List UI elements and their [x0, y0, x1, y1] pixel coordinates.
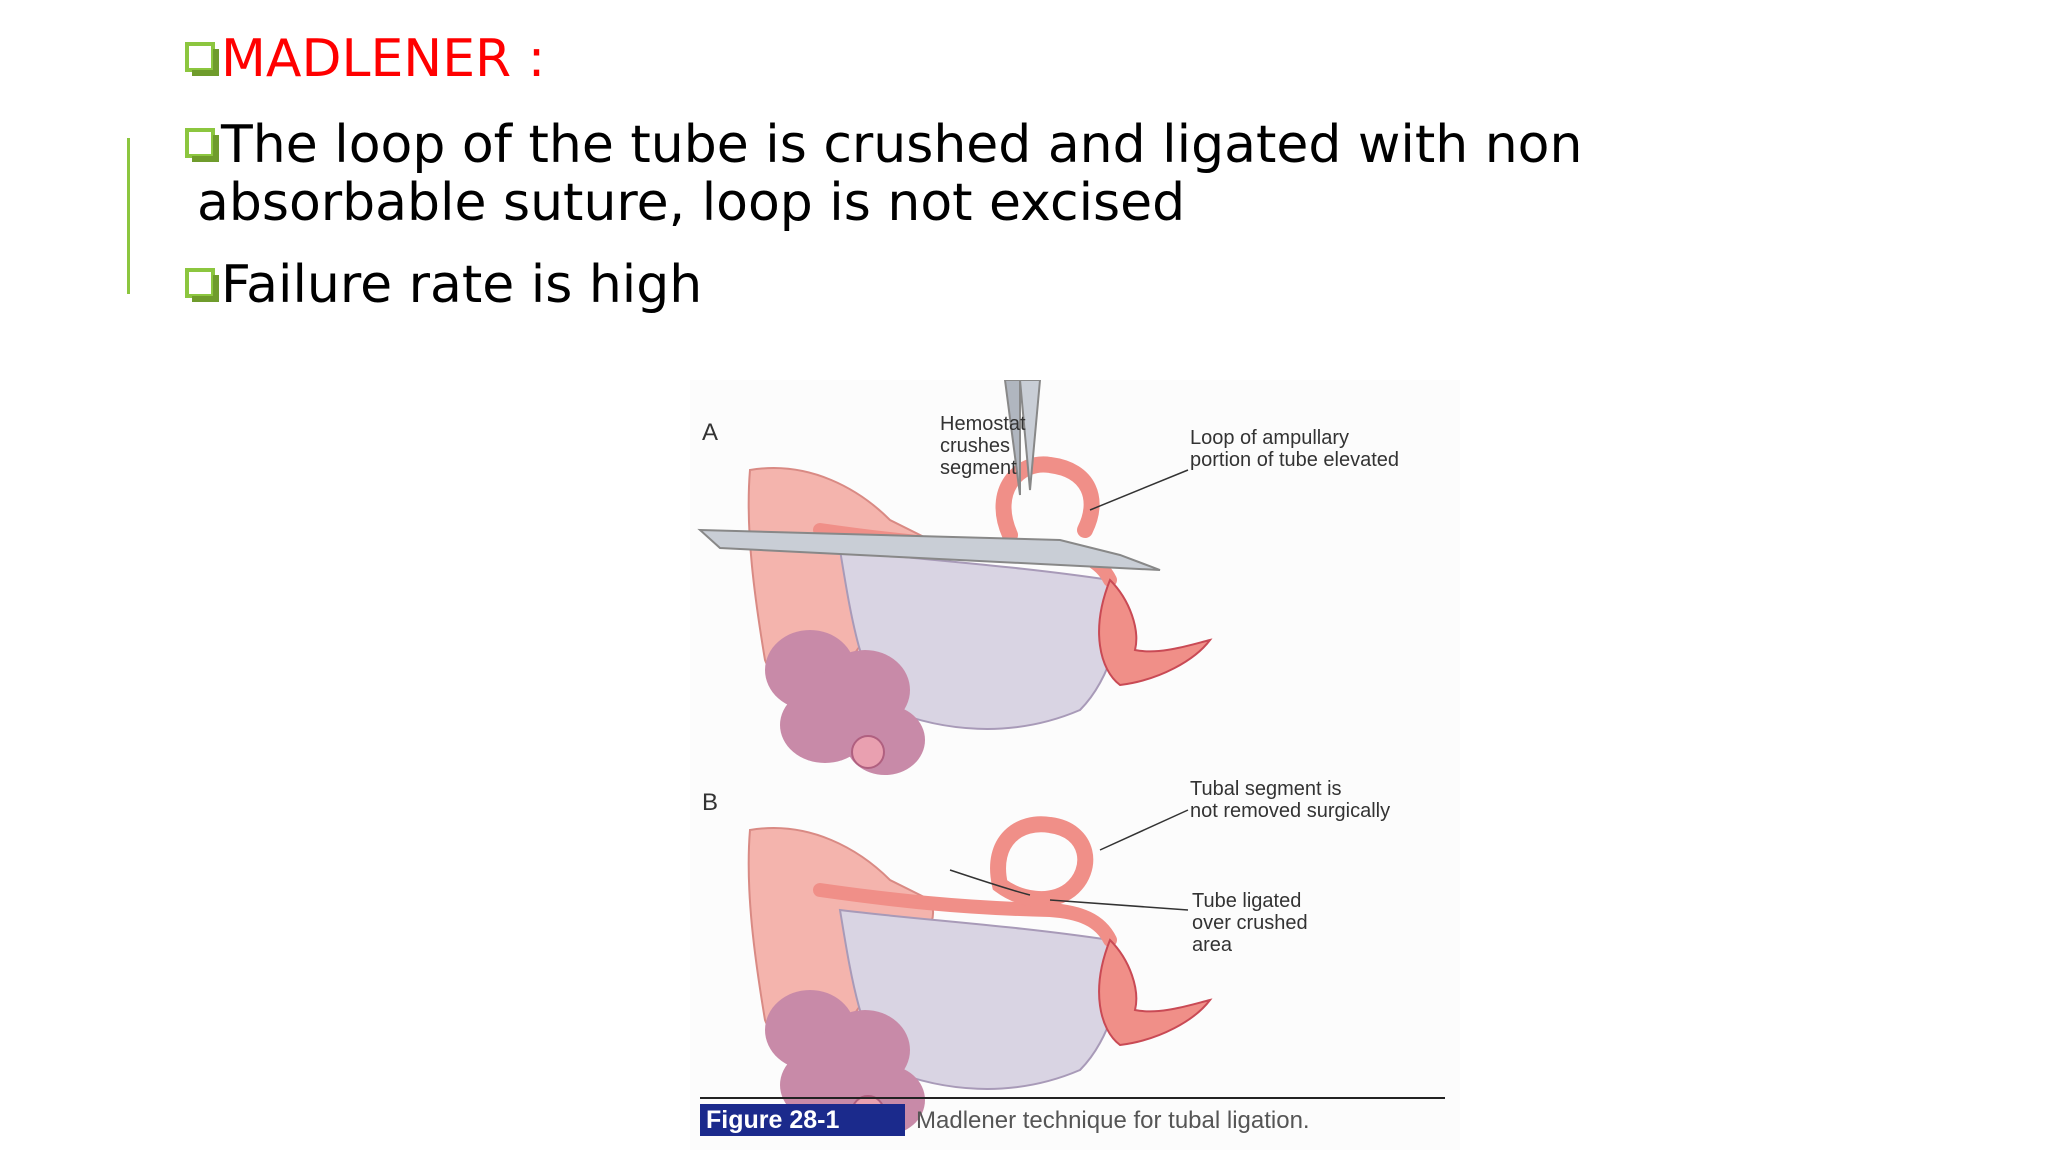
bullet-loop-crushed: The loop of the tube is crushed and liga…: [185, 116, 1582, 232]
tubal-ligation-illustration: A Hemostat crushes segment Loop of: [697, 380, 1399, 1135]
tube-loop-b: [990, 816, 1094, 908]
checkbox-bullet-icon: [185, 42, 219, 76]
ligature-suture: [949, 869, 1031, 896]
label-ligated-3: area: [1192, 934, 1233, 956]
leader-line-b2: [1049, 899, 1189, 911]
label-ligated-2: over crushed: [1192, 912, 1308, 934]
leader-line: [1089, 469, 1189, 511]
label-segment-1: Tubal segment is: [1190, 778, 1342, 800]
corpus-luteum: [851, 735, 885, 769]
caption-rule: [700, 1097, 1445, 1099]
label-hemostat-3: segment: [940, 457, 1017, 479]
label-ligated-1: Tube ligated: [1192, 890, 1301, 912]
hemostat-jaw: [1018, 380, 1042, 491]
label-hemostat-1: Hemostat: [940, 413, 1026, 435]
checkbox-bullet-icon: [185, 268, 219, 302]
madlener-figure: A Hemostat crushes segment Loop of: [690, 380, 1460, 1150]
label-loop-2: portion of tube elevated: [1190, 449, 1399, 471]
checkbox-bullet-icon: [185, 128, 219, 162]
accent-line: [127, 138, 130, 294]
bullet-text-line1: The loop of the tube is crushed and liga…: [221, 115, 1583, 175]
hemostat-shaft: [697, 528, 1161, 571]
tube-loop: [995, 456, 1100, 543]
fallopian-tube-b: [813, 883, 1117, 947]
figure-caption-label: Figure 28-1: [700, 1104, 905, 1136]
bullet-failure-rate: Failure rate is high: [185, 256, 702, 314]
fimbria-b: [1098, 938, 1213, 1047]
panel-a-letter: A: [702, 419, 718, 446]
bullet-text: Failure rate is high: [221, 255, 703, 315]
bullet-text-line2: absorbable suture, loop is not excised: [197, 173, 1186, 233]
leader-line-b1: [1099, 809, 1189, 851]
label-loop-1: Loop of ampullary: [1190, 427, 1349, 449]
slide-title: MADLENER :: [221, 29, 546, 89]
fimbria: [1098, 578, 1213, 687]
figure-caption-text: Madlener technique for tubal ligation.: [916, 1107, 1310, 1134]
label-hemostat-2: crushes: [940, 435, 1010, 457]
label-segment-2: not removed surgically: [1190, 800, 1390, 822]
panel-b-letter: B: [702, 789, 718, 816]
bullet-madlener: MADLENER :: [185, 30, 545, 88]
